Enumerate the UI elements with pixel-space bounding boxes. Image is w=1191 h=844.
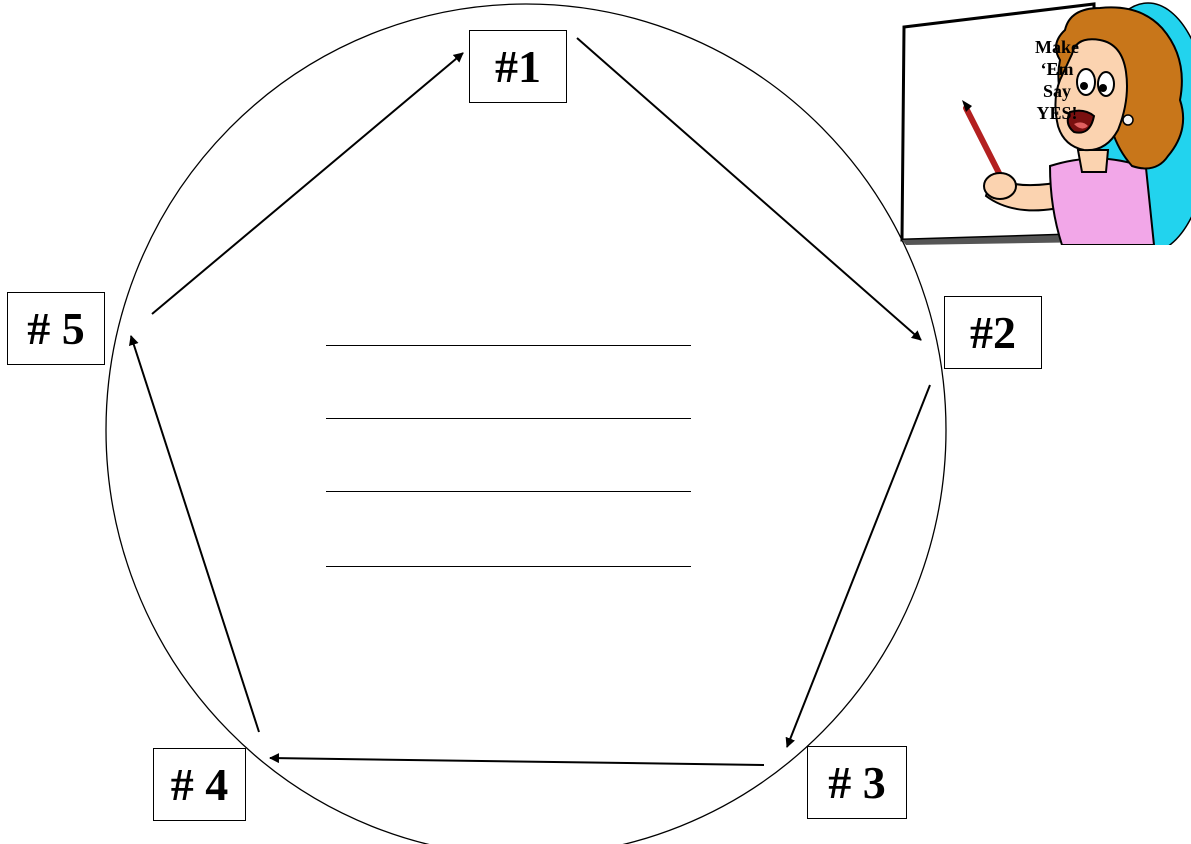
step-1-label: #1	[495, 40, 541, 93]
blank-line-1	[326, 345, 691, 346]
arrow-3-to-4	[270, 758, 764, 765]
sign-line-3: Say	[1019, 80, 1095, 102]
blank-line-3	[326, 491, 691, 492]
step-4-box: # 4	[153, 748, 246, 821]
board-sign-text: Make ‘Em Say YES!	[1019, 36, 1095, 124]
step-3-label: # 3	[828, 756, 886, 809]
step-2-label: #2	[970, 306, 1016, 359]
step-4-label: # 4	[171, 758, 229, 811]
arrow-5-to-1	[152, 53, 463, 314]
step-5-label: # 5	[27, 302, 85, 355]
cycle-circle	[106, 4, 946, 844]
teacher-hand	[984, 173, 1016, 199]
sign-line-4: YES!	[1019, 102, 1095, 124]
teacher-neck	[1078, 150, 1108, 172]
arrow-1-to-2	[577, 38, 921, 340]
sign-line-2: ‘Em	[1019, 58, 1095, 80]
blank-line-4	[326, 566, 691, 567]
step-5-box: # 5	[7, 292, 105, 365]
arrow-4-to-5	[131, 336, 259, 732]
teacher-right-pupil	[1099, 84, 1107, 92]
step-1-box: #1	[469, 30, 567, 103]
blank-line-2	[326, 418, 691, 419]
arrow-2-to-3	[787, 385, 930, 747]
step-2-box: #2	[944, 296, 1042, 369]
sign-line-1: Make	[1019, 36, 1095, 58]
teacher-right-eye	[1098, 72, 1114, 96]
teacher-earring	[1123, 115, 1133, 125]
step-3-box: # 3	[807, 746, 907, 819]
